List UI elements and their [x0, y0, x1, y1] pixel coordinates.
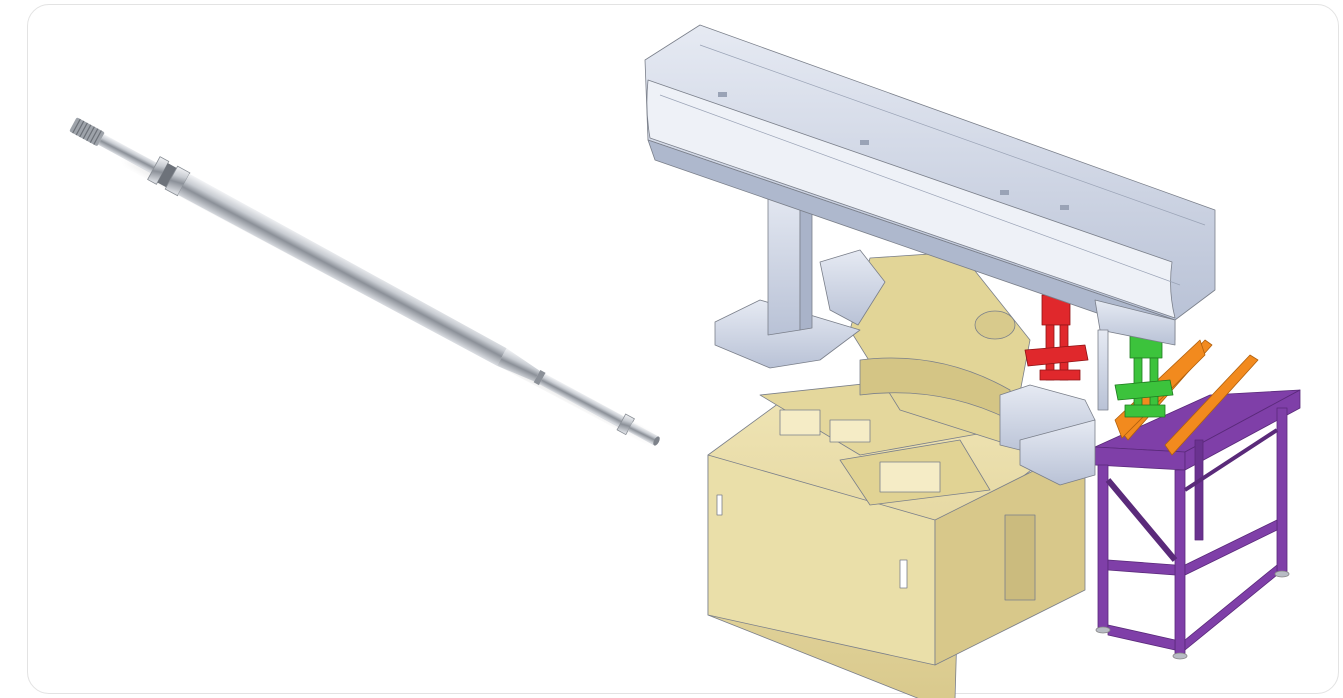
support-column: [767, 184, 813, 336]
tan-machine-base: [707, 251, 1086, 698]
right-frame: [1094, 299, 1176, 411]
green-gripper: [1114, 327, 1174, 418]
machined-steel-shaft: [69, 117, 660, 446]
cnc-loading-machine-assembly: [644, 24, 1301, 698]
red-gripper: [1024, 294, 1089, 381]
blue-side-brackets: [714, 249, 1096, 486]
